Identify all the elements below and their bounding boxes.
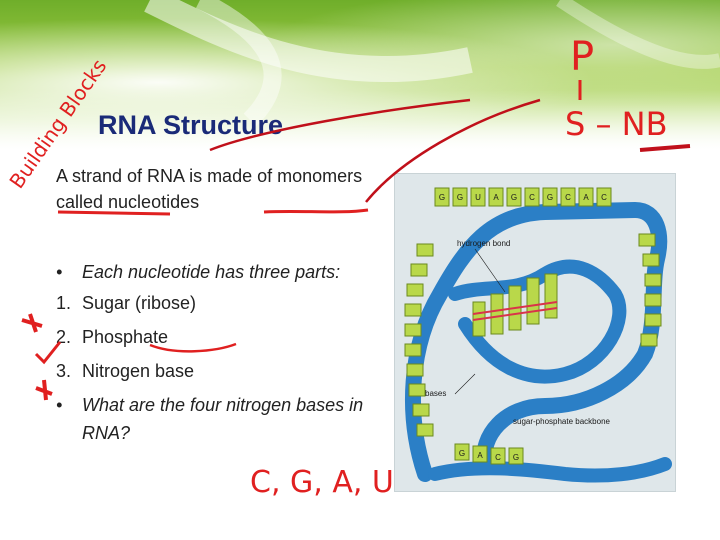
- base-label: G: [439, 193, 445, 202]
- list-item-text: Each nucleotide has three parts:: [82, 262, 341, 282]
- base-label: G: [459, 449, 465, 458]
- slide-title: RNA Structure: [98, 110, 284, 140]
- base-label: A: [493, 193, 499, 202]
- base-label: G: [547, 193, 553, 202]
- bullet-list: • Each nucleotide has three parts: 1. Su…: [52, 255, 382, 447]
- list-item: 1. Sugar (ribose): [52, 286, 382, 320]
- bases-label: bases: [425, 389, 446, 398]
- list-item-text: Nitrogen base: [82, 361, 195, 381]
- list-item: 3. Nitrogen base: [52, 354, 382, 388]
- base-label: G: [457, 193, 463, 202]
- base-label: C: [495, 453, 501, 462]
- base-label: U: [475, 193, 481, 202]
- base-label: G: [513, 453, 519, 462]
- bullet-marker: •: [56, 262, 63, 282]
- list-item: 2. Phosphate: [52, 320, 382, 354]
- bullet-marker: •: [56, 395, 63, 415]
- list-item: • Each nucleotide has three parts:: [52, 255, 382, 286]
- base-label: C: [601, 193, 607, 202]
- number-marker: 2.: [56, 327, 72, 347]
- backbone-label: sugar-phosphate backbone: [513, 417, 611, 426]
- hydrogen-bond-label: hydrogen bond: [457, 239, 510, 248]
- number-marker: 1.: [56, 293, 72, 313]
- base-label: A: [583, 193, 589, 202]
- base-label: C: [529, 193, 535, 202]
- base-label: G: [511, 193, 517, 202]
- number-marker: 3.: [56, 361, 72, 381]
- list-item-text: Sugar (ribose): [82, 293, 197, 313]
- intro-text: A strand of RNA is made of monomers call…: [56, 166, 363, 212]
- list-item: • What are the four nitrogen bases in RN…: [52, 388, 382, 447]
- base-label: A: [477, 451, 483, 460]
- answer-note: C, G, A, U: [250, 465, 394, 500]
- base-label: C: [565, 193, 571, 202]
- rna-diagram-graphic: G G U A G C G C A C: [404, 187, 672, 483]
- rna-diagram: G G U A G C G C A C: [394, 173, 676, 492]
- list-item-text: What are the four nitrogen bases in RNA?: [82, 395, 364, 443]
- list-item-text: Phosphate: [82, 327, 169, 347]
